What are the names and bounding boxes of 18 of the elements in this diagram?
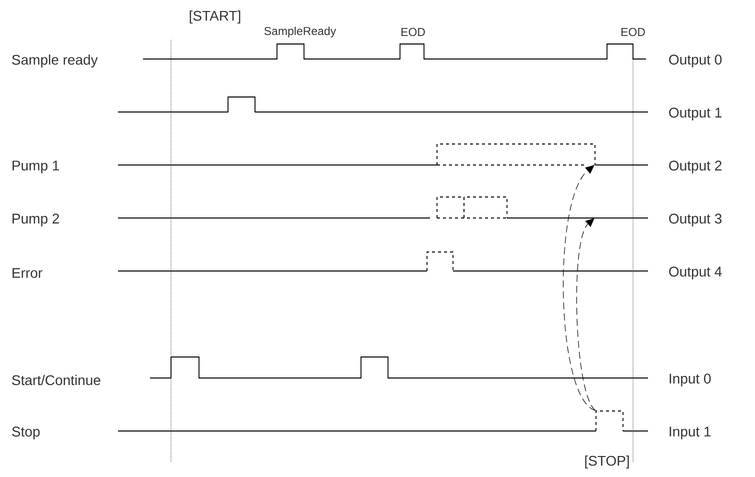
dashed-pulse	[596, 410, 624, 432]
marker-label: [START]	[190, 10, 240, 24]
pulse-label: SampleReady	[264, 26, 336, 38]
channel-label: Input 1	[670, 426, 711, 440]
channel-label: Output 4	[669, 266, 722, 280]
signal-label: Pump 1	[12, 160, 59, 174]
signal-label: Error	[12, 268, 42, 278]
signal-label: Start/Continue	[12, 374, 100, 386]
pulse-label: EOD	[621, 28, 645, 36]
channel-label: Output 2	[669, 160, 722, 174]
signal-label: Pump 2	[12, 214, 59, 226]
curved-arrow	[563, 165, 596, 411]
marker-label: [STOP]	[585, 455, 629, 469]
signal-label: Sample ready	[12, 54, 98, 68]
pulse-label: EOD	[401, 28, 425, 36]
signal-label: Stop	[12, 426, 40, 440]
curved-arrow	[576, 218, 596, 411]
channel-label: Output 0	[669, 54, 722, 68]
